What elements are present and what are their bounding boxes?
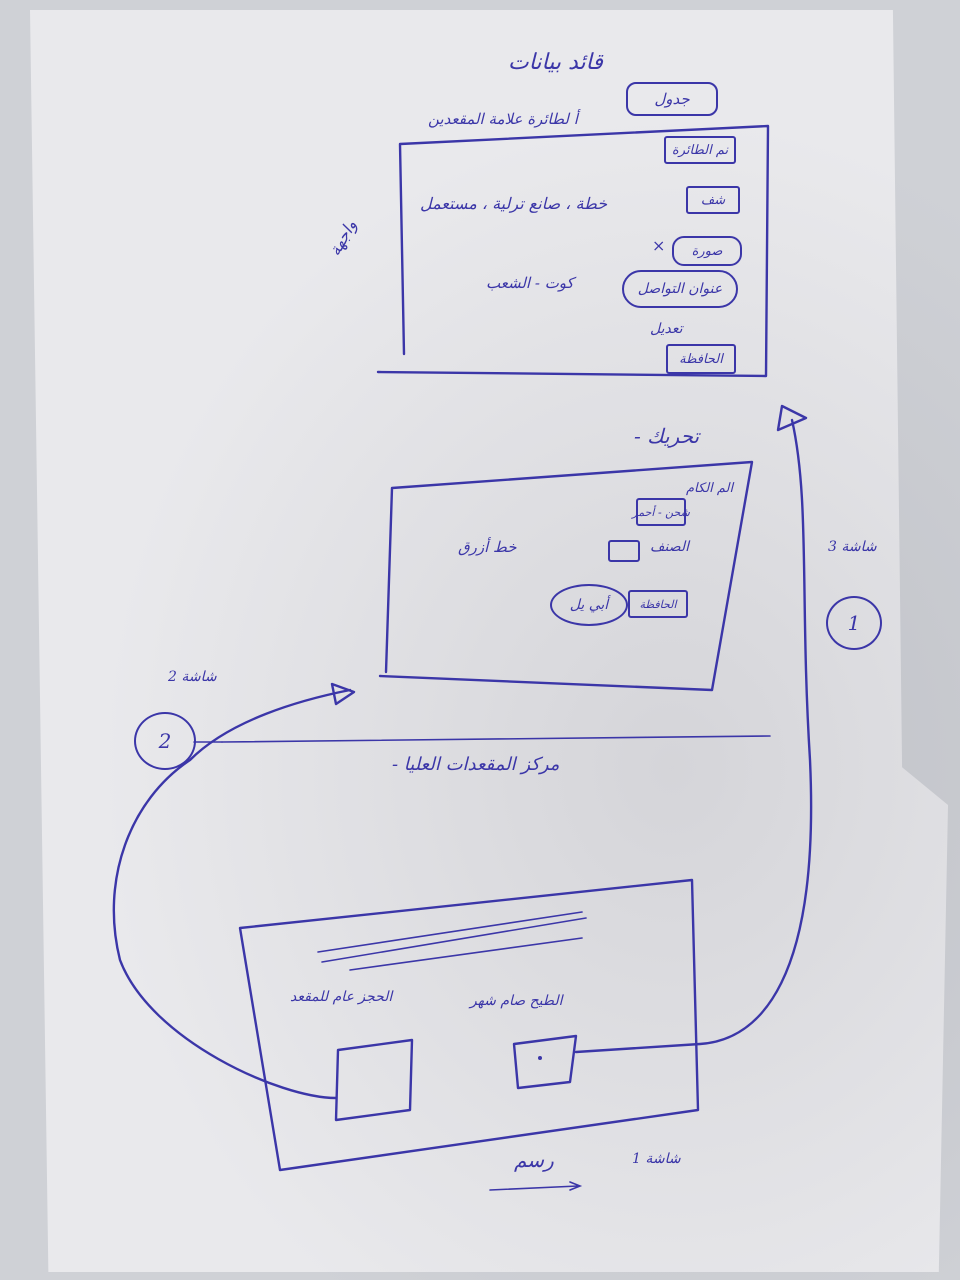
screen2-row2-text: خط أزرق (458, 538, 517, 556)
screen3-right-button-label: الطيح صام شهر (470, 993, 563, 1009)
screen2-row2-label: الصنف (650, 539, 690, 555)
screen2-row2-checkbox[interactable] (608, 540, 640, 562)
arrow-to-screen2 (112, 688, 352, 1100)
section-divider (221, 735, 771, 743)
screen3-line-3 (349, 937, 583, 971)
signature: رسم (514, 1148, 554, 1172)
screen1-frame (376, 124, 770, 378)
screen1-table-tag: جدول (626, 82, 718, 116)
screen2-save-button[interactable]: الحافظة (628, 590, 688, 618)
screen3-title: مركز المقعدات العليا - (392, 754, 560, 775)
screen1-subtitle: أ لطائرة علامة المقعدين (428, 110, 578, 128)
screen3-left-button-label: الحجز عام للمقعد (290, 989, 393, 1005)
screen1-save-button[interactable]: الحافظة (666, 344, 736, 374)
screen3-square-right (512, 1034, 578, 1090)
screen2-side-label: شاشة 3 (828, 539, 877, 555)
screen3-left-label: شاشة 2 (168, 669, 217, 685)
screen1-title: قائد بيانات (508, 50, 603, 75)
screen3-line-1 (317, 911, 583, 953)
arrow-head-2 (330, 682, 356, 706)
arrow-head-1 (776, 404, 808, 432)
screen2-pill-button[interactable]: أبي يل (550, 584, 628, 626)
screen1-image-button[interactable]: صورة (672, 236, 742, 266)
screen1-row1-text: خطة ، صانع ترلية ، مستعمل (420, 194, 608, 213)
screen3-line-2 (321, 917, 587, 963)
screen2-title: تحريك - (634, 424, 700, 448)
paper-sheet (30, 10, 948, 1272)
screen2-frame (378, 460, 754, 692)
signature-underline (489, 1181, 583, 1191)
screen1-row1-button[interactable]: شف (686, 186, 740, 214)
screen3-frame (238, 878, 700, 1172)
screen3-number-circle: 2 (134, 712, 196, 770)
screen3-dot (538, 1056, 542, 1060)
screen2-number-circle: 1 (826, 596, 882, 650)
arrow-to-screen1 (574, 418, 813, 1054)
screen1-address-pill[interactable]: عنوان التواصل (622, 270, 738, 308)
screen1-top-button[interactable]: نم الطائرة (664, 136, 736, 164)
screen1-row3-text: كوت - الشعب (486, 274, 574, 292)
screen2-row1-label: الم الكام (686, 481, 734, 496)
screen2-row1-field[interactable]: شحن - أحمر (632, 498, 690, 526)
screen3-bottom-label: شاشة 1 (632, 1151, 681, 1167)
screen1-row2-mark: × (652, 236, 666, 255)
screen3-square-left (334, 1038, 414, 1122)
screen1-edit-text[interactable]: تعديل (650, 321, 683, 337)
